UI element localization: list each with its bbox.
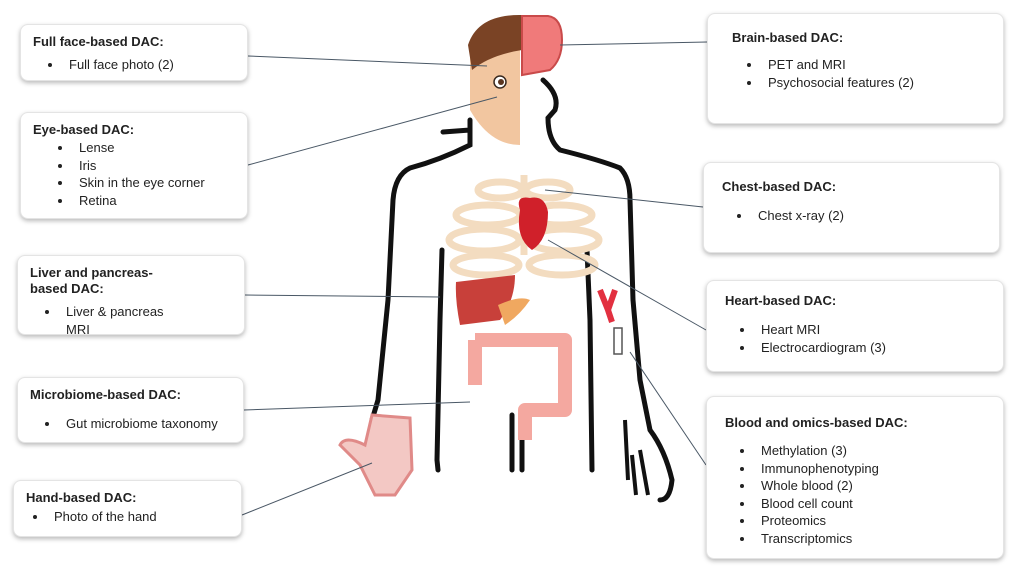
heart-icon: [518, 197, 548, 250]
liver-icon: [455, 275, 515, 325]
full-face-dac-box: Full face-based DAC: Full face photo (2): [20, 24, 248, 81]
gut-icon: [468, 333, 572, 440]
list-item: Proteomics: [755, 512, 991, 530]
box-title: Blood and omics-based DAC:: [725, 415, 908, 430]
list-item: Transcriptomics: [755, 530, 991, 548]
box-title: Microbiome-based DAC:: [30, 387, 181, 402]
list-item: Methylation (3): [755, 442, 991, 460]
box-title: Hand-based DAC:: [26, 490, 137, 505]
hand-dac-box: Hand-based DAC: Photo of the hand: [13, 480, 242, 537]
list-item: Immunophenotyping: [755, 460, 991, 478]
eye-dac-box: Eye-based DAC: Lense Iris Skin in the ey…: [20, 112, 248, 219]
body-outline: [369, 77, 675, 503]
list-item: Whole blood (2): [755, 477, 991, 495]
box-title: Full face-based DAC:: [33, 34, 164, 49]
blood-sample-icon: [613, 327, 623, 355]
list-item: Retina: [73, 192, 235, 210]
hair: [468, 14, 522, 70]
list-item: Skin in the eye corner: [73, 174, 235, 192]
list-item: Blood cell count: [755, 495, 991, 513]
box-title: Brain-based DAC:: [732, 30, 844, 45]
microbiome-dac-box: Microbiome-based DAC: Gut microbiome tax…: [17, 377, 244, 443]
list-item: Lense: [73, 139, 235, 157]
list-item: Full face photo (2): [63, 56, 235, 74]
blood-vessel-icon: [597, 288, 618, 323]
hand-icon: [338, 413, 414, 497]
box-title: Chest-based DAC:: [722, 179, 837, 194]
box-title: Heart-based DAC:: [725, 293, 837, 308]
blood-omics-dac-box: Blood and omics-based DAC: Methylation (…: [706, 396, 1004, 559]
list-item: Liver & pancreas MRI: [60, 303, 184, 338]
connector-lines: [241, 41, 708, 516]
brain-dac-box: Brain-based DAC: PET and MRI Psychosocia…: [707, 13, 1004, 124]
liver-pancreas-dac-box: Liver and pancreas-based DAC: Liver & pa…: [17, 255, 245, 338]
brain-icon: [521, 15, 564, 77]
list-item: Iris: [73, 157, 235, 175]
list-item: Chest x-ray (2): [752, 207, 987, 225]
heart-dac-box: Heart-based DAC: Heart MRI Electrocardio…: [706, 280, 1004, 372]
box-title: Eye-based DAC:: [33, 122, 135, 137]
pancreas-icon: [498, 298, 530, 325]
list-item: Psychosocial features (2): [762, 74, 991, 92]
ribcage-icon: [445, 175, 603, 279]
list-item: PET and MRI: [762, 56, 991, 74]
list-item: Gut microbiome taxonomy: [60, 415, 231, 433]
box-title: Liver and pancreas-based DAC:: [30, 265, 153, 296]
list-item: Electrocardiogram (3): [755, 339, 991, 357]
chest-dac-box: Chest-based DAC: Chest x-ray (2): [703, 162, 1000, 253]
list-item: Photo of the hand: [48, 508, 229, 526]
list-item: Heart MRI: [755, 321, 991, 339]
